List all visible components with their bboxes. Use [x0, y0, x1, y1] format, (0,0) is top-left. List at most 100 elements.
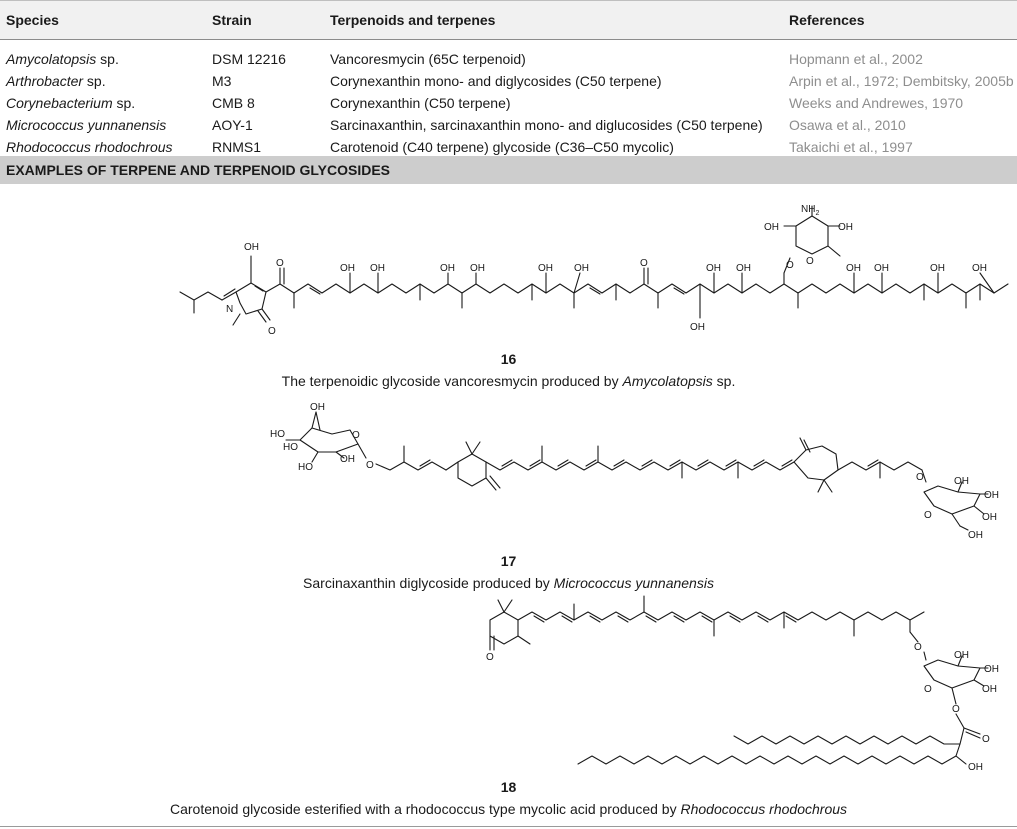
reference-link[interactable]: Weeks and Andrewes, 1970 [789, 95, 964, 111]
bond [963, 727, 981, 735]
atom-label-o: O [786, 260, 794, 271]
atom-label-oh: OH [538, 263, 553, 274]
table-row: Amycolatopsis sp. DSM 12216 Vancoresmyci… [0, 49, 1017, 71]
reference-link[interactable]: Takaichi et al., 1997 [789, 139, 913, 155]
species-name: Rhodococcus rhodochrous [6, 139, 173, 155]
atom-label-n: N [226, 304, 233, 315]
header-strain: Strain [212, 12, 252, 28]
reference-link[interactable]: Hopmann et al., 2002 [789, 51, 923, 67]
species-cell: Corynebacterium sp. [6, 95, 135, 111]
atom-label-ho: HO [270, 429, 285, 440]
atom-label-oh: OH [984, 664, 999, 675]
species-cell: Amycolatopsis sp. [6, 51, 119, 67]
structure-17 [285, 411, 989, 531]
atom-label-oh: OH [846, 263, 861, 274]
bond [221, 291, 237, 301]
species-suffix: sp. [112, 95, 136, 111]
bond [803, 439, 811, 453]
strain-cell: RNMS1 [212, 139, 262, 155]
strain-cell: M3 [212, 73, 232, 89]
bond [232, 313, 241, 326]
figure-caption-18: Carotenoid glycoside esterified with a r… [0, 801, 1017, 817]
bond [957, 655, 963, 667]
atom-label-o: O [924, 684, 932, 695]
bond [309, 287, 321, 295]
species-name: Micrococcus yunnanensis [6, 117, 167, 133]
atom-label-oh: OH [968, 530, 983, 541]
bond [503, 599, 513, 613]
bond [921, 469, 927, 483]
atom-label-oh: OH [954, 476, 969, 487]
species-name: Arthrobacter [6, 73, 84, 89]
polyene-chain [517, 611, 925, 621]
atom-label-oh: OH [340, 454, 355, 465]
strain-cell: AOY-1 [212, 117, 253, 133]
bond [311, 451, 319, 463]
atom-label-o: O [486, 652, 494, 663]
atom-label-ho: HO [283, 442, 298, 453]
bond [965, 731, 981, 739]
compound-cell: Corynexanthin (C50 terpene) [330, 95, 511, 111]
atom-label-oh: OH [968, 762, 983, 773]
reference-link[interactable]: Arpin et al., 1972; Dembitsky, 2005b [789, 73, 1014, 89]
reference-link[interactable]: Osawa et al., 2010 [789, 117, 906, 133]
bond [817, 479, 825, 493]
table-row: Rhodococcus rhodochrous RNMS1 Carotenoid… [0, 137, 1017, 159]
table-header: Species Strain Terpenoids and terpenes R… [0, 1, 1017, 40]
bond [955, 713, 965, 729]
atom-label-oh: OH [574, 263, 589, 274]
bond [257, 310, 267, 323]
species-cell: Micrococcus yunnanensis [6, 117, 166, 133]
compound-cell: Carotenoid (C40 terpene) glycoside (C36–… [330, 139, 674, 155]
sugar-ring [795, 215, 829, 255]
bond [799, 437, 807, 451]
polyene-double-bonds [533, 615, 797, 623]
atom-label-oh: OH [954, 650, 969, 661]
table-row: Corynebacterium sp. CMB 8 Corynexanthin … [0, 93, 1017, 115]
bond [489, 475, 501, 489]
bond [335, 451, 345, 459]
bond [179, 291, 223, 301]
species-name: Amycolatopsis [6, 51, 97, 67]
hydroxyl-bonds [349, 272, 995, 319]
bond [923, 651, 927, 661]
bond [254, 285, 264, 292]
atom-label-nh2: NH2 [801, 204, 819, 217]
figure-caption-16: The terpenoidic glycoside vancoresmycin … [0, 373, 1017, 389]
polyene-double-bonds [501, 459, 793, 467]
caption-species: Amycolatopsis [622, 373, 713, 389]
atom-label-oh: OH [764, 222, 779, 233]
bond [485, 477, 497, 491]
strain-cell: DSM 12216 [212, 51, 286, 67]
atom-labels: OH O N O OH OH OH OH OH OH O OH OH OH O … [226, 204, 999, 773]
atom-label-oh: OH [370, 263, 385, 274]
atom-label-oh: OH [930, 263, 945, 274]
compound-cell: Corynexanthin mono- and diglycosides (C5… [330, 73, 662, 89]
header-species: Species [6, 12, 59, 28]
table-row: Micrococcus yunnanensis AOY-1 Sarcinaxan… [0, 115, 1017, 137]
mycolic-chain-lower [577, 743, 961, 765]
atom-label-oh: OH [874, 263, 889, 274]
atom-label-o: O [924, 510, 932, 521]
bond [973, 679, 985, 687]
table-bottom-rule [0, 826, 1017, 827]
atom-label-o: O [276, 258, 284, 269]
figure-number-17: 17 [500, 553, 517, 569]
bond [973, 505, 985, 515]
table-top-rule [0, 0, 1017, 1]
bond [517, 635, 531, 645]
bond [957, 481, 963, 493]
caption-species: Rhodococcus rhodochrous [680, 801, 848, 817]
atom-label-oh: OH [982, 684, 997, 695]
cyclohexane-left [457, 453, 487, 487]
cyclohexane-right [793, 445, 839, 481]
mycolic-chain-upper [733, 735, 961, 745]
polyene-chain [485, 461, 795, 471]
species-suffix: sp. [96, 51, 119, 67]
bond [827, 245, 841, 257]
methyl-groups [293, 283, 981, 309]
atom-label-oh: OH [470, 263, 485, 274]
atom-label-o: O [914, 642, 922, 653]
atom-label-o: O [916, 472, 924, 483]
atom-label-oh: OH [310, 402, 325, 413]
